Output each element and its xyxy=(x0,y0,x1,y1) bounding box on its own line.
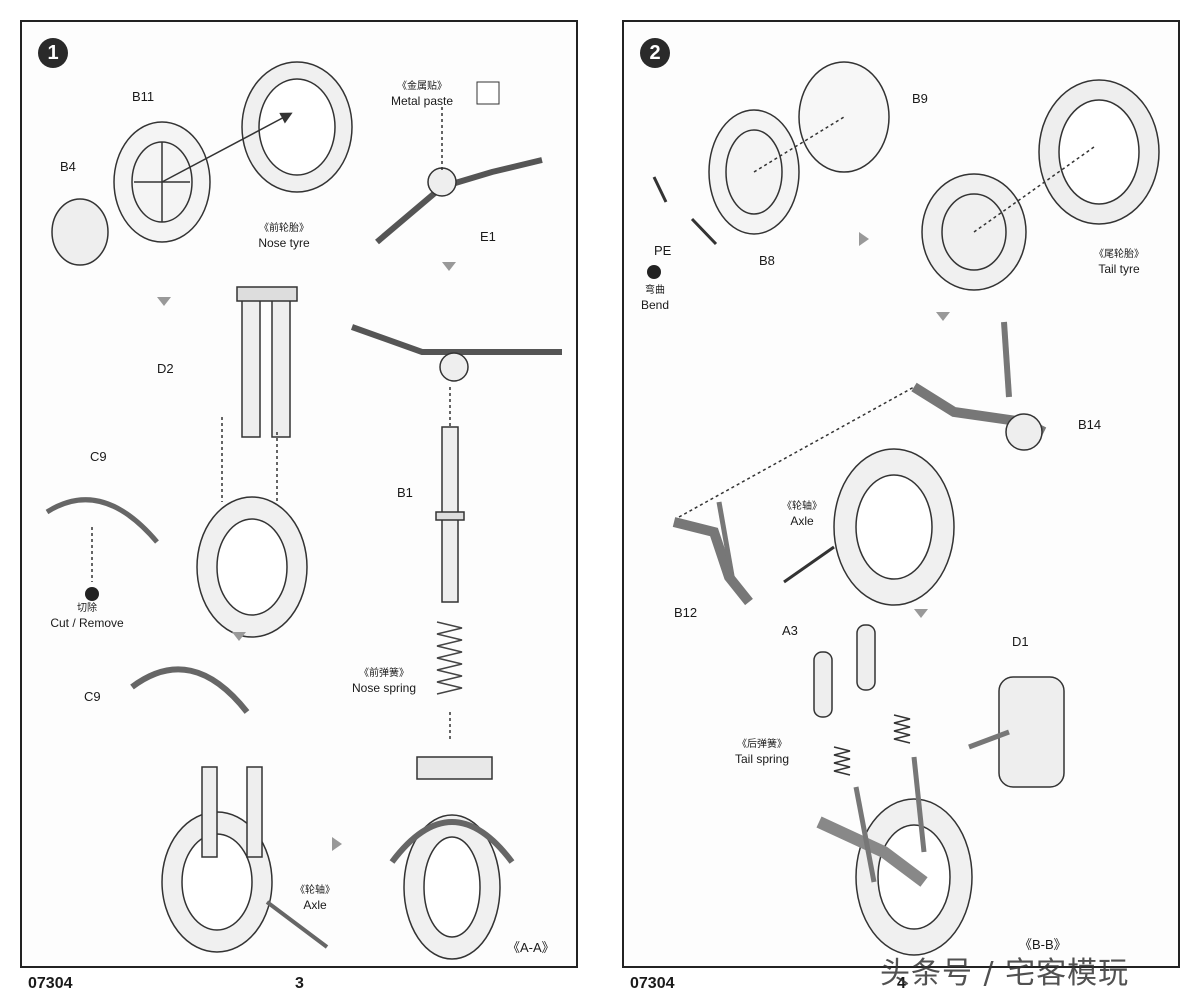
tail-spring xyxy=(893,714,911,744)
label-b14: B14 xyxy=(1078,417,1102,432)
flow-arrow xyxy=(157,297,171,306)
metal-paste-callout-icon xyxy=(476,81,500,105)
label-axle-en: Axle xyxy=(790,514,814,528)
flow-arrow xyxy=(914,609,928,618)
damper-a3 xyxy=(856,624,876,691)
axle-rod xyxy=(265,900,329,949)
page-number-4: 4 xyxy=(897,975,906,992)
label-nose-tyre: 《前轮胎》 Nose tyre xyxy=(258,222,309,250)
bend-icon xyxy=(647,265,661,279)
tail-spring xyxy=(833,746,851,776)
damper-a3 xyxy=(813,651,833,718)
flow-arrow xyxy=(232,632,246,641)
axle-rod xyxy=(783,545,835,584)
label-nose-tyre-en: Nose tyre xyxy=(258,236,310,250)
cut-icon xyxy=(85,587,99,601)
label-b1: B1 xyxy=(397,485,413,500)
step1-illustration xyxy=(45,61,562,960)
label-c9-bottom: C9 xyxy=(84,689,101,704)
label-tail-spring: 《后弹簧》 Tail spring xyxy=(735,738,789,766)
label-cut-en: Cut / Remove xyxy=(50,616,124,630)
label-tail-spring-en: Tail spring xyxy=(734,752,790,766)
arm-b12 xyxy=(672,517,753,606)
label-axle-en: Axle xyxy=(303,898,327,912)
label-a3: A3 xyxy=(782,623,798,638)
label-b8: B8 xyxy=(759,253,775,268)
pe-part xyxy=(652,176,668,203)
page-number-3: 3 xyxy=(295,975,304,992)
part-d1 xyxy=(998,676,1065,788)
wheel-half-b9 xyxy=(798,61,890,173)
nose-spring xyxy=(436,621,463,695)
label-bend-en: Bend xyxy=(640,298,670,312)
label-axle: 《轮轴》 Axle xyxy=(295,884,335,912)
label-c9-top: C9 xyxy=(90,449,107,464)
label-b11: B11 xyxy=(132,89,155,104)
label-d2: D2 xyxy=(157,361,174,376)
label-cut-remove: 切除 Cut / Remove xyxy=(50,602,123,630)
label-metal-paste: 《金属贴》 Metal paste xyxy=(391,80,453,108)
watermark-text: 头条号 / 宅客模玩 xyxy=(880,956,1130,991)
label-nose-spring-en: Nose spring xyxy=(351,681,417,695)
label-nose-tyre-zh: 《前轮胎》 xyxy=(258,223,309,234)
step2-illustration xyxy=(647,61,1160,956)
flow-arrow xyxy=(442,262,456,271)
label-tail-spring-zh: 《后弹簧》 xyxy=(737,739,787,750)
label-e1: E1 xyxy=(480,229,496,244)
label-b4: B4 xyxy=(60,159,76,174)
mudguard-c9 xyxy=(130,666,250,714)
label-bend: 弯曲 Bend xyxy=(641,284,669,312)
section-label-a-a: 《A-A》 xyxy=(507,940,555,955)
label-metal-paste-zh: 《金属贴》 xyxy=(396,81,447,92)
label-tail-tyre-en: Tail tyre xyxy=(1098,262,1140,276)
label-b9: B9 xyxy=(912,91,928,106)
footer-code-left: 07304 xyxy=(28,975,73,992)
flow-arrow xyxy=(936,312,950,321)
label-tail-tyre: 《尾轮胎》 Tail tyre xyxy=(1094,248,1144,276)
label-tail-tyre-zh: 《尾轮胎》 xyxy=(1094,249,1144,260)
instruction-page-left: 1 xyxy=(20,20,578,968)
handlebar-e1 xyxy=(375,157,543,245)
label-axle-zh: 《轮轴》 xyxy=(295,885,335,896)
footer-code-right: 07304 xyxy=(630,975,675,992)
label-nose-spring: 《前弹簧》 Nose spring xyxy=(352,667,416,695)
mudguard-c9-cut xyxy=(45,497,159,544)
label-b12: B12 xyxy=(674,605,698,620)
handlebar-assembled xyxy=(350,324,562,355)
label-nose-spring-zh: 《前弹簧》 xyxy=(359,668,409,679)
label-d1: D1 xyxy=(1012,634,1029,649)
label-bend-zh: 弯曲 xyxy=(645,285,665,296)
label-axle: 《轮轴》 Axle xyxy=(782,500,822,528)
instruction-page-right: 2 xyxy=(622,20,1180,968)
pe-part xyxy=(690,217,718,246)
flow-arrow xyxy=(859,232,869,246)
label-metal-paste-en: Metal paste xyxy=(390,94,454,108)
step-number-badge: 2 xyxy=(640,38,670,68)
section-label-b-b: 《B-B》 xyxy=(1019,937,1067,952)
brake-disc-b4 xyxy=(51,198,109,266)
label-pe: PE xyxy=(654,243,672,258)
flow-arrow xyxy=(332,837,342,851)
label-cut-zh: 切除 xyxy=(76,603,97,614)
step-number-badge: 1 xyxy=(38,38,68,68)
label-axle-zh: 《轮轴》 xyxy=(782,501,822,512)
fork-d2 xyxy=(241,296,261,438)
